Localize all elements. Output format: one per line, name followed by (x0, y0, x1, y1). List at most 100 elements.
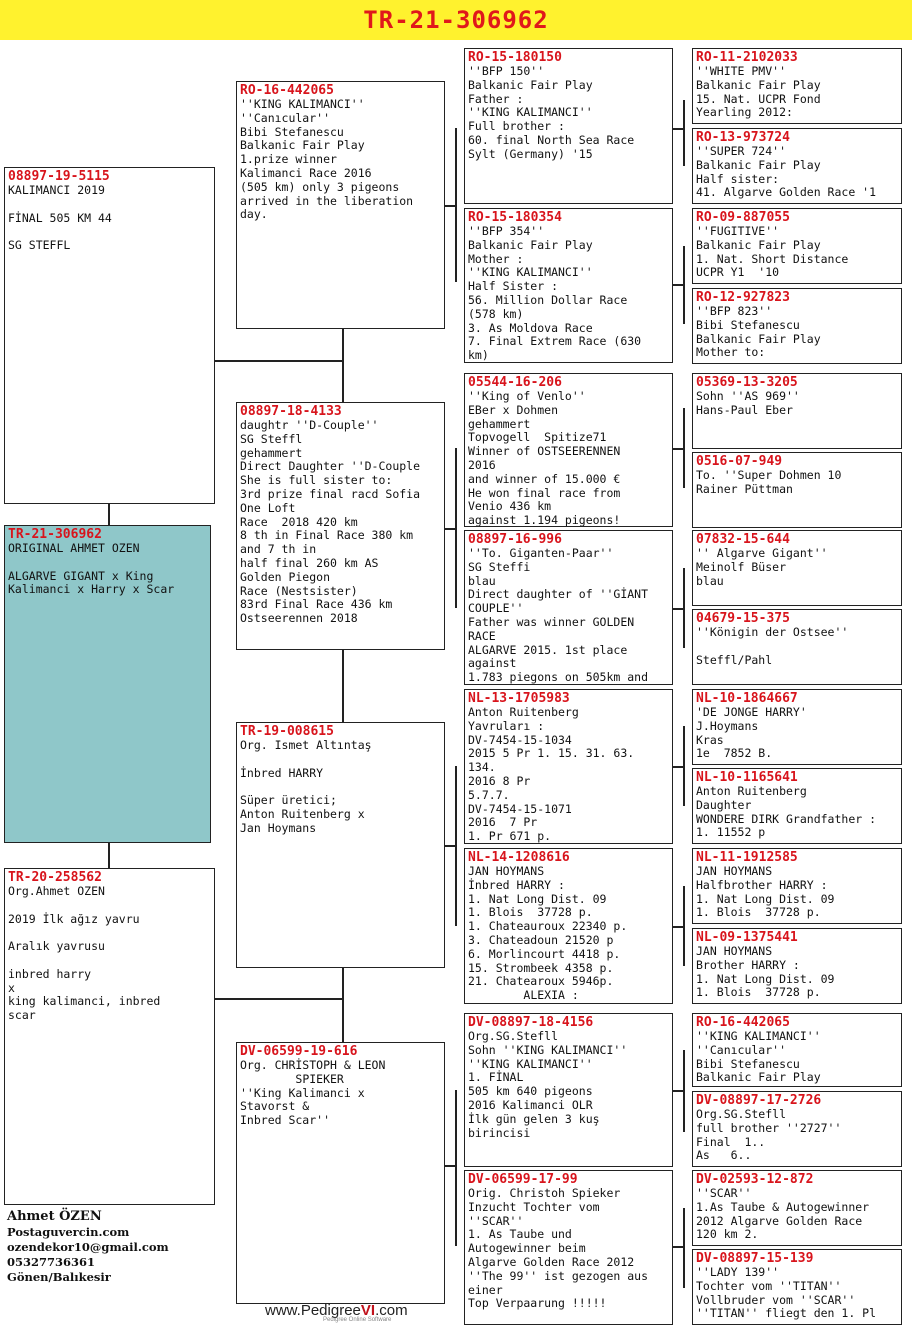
pigeon-details: 'DE JONGE HARRY' J.Hoymans Kras 1e 7852 … (696, 705, 807, 761)
pigeon-details: KALIMANCI 2019 FİNAL 505 KM 44 SG STEFFL (8, 183, 112, 253)
ring-number: DV-02593-12-872 (696, 1172, 814, 1187)
grandparent-card[interactable]: DV-06599-19-616 Org. CHRİSTOPH & LEON SP… (236, 1042, 445, 1304)
connector-line (673, 1246, 683, 1248)
pigeon-details: ''LADY 139'' Tochter vom ''TITAN'' Vollb… (696, 1265, 877, 1321)
pigeon-details: Org. Ismet Altıntaş İnbred HARRY Süper ü… (240, 738, 372, 835)
great-grandparent-card[interactable]: NL-13-1705983 Anton Ruitenberg Yavruları… (464, 689, 673, 844)
ancestor-card[interactable]: RO-13-973724 ''SUPER 724'' Balkanic Fair… (692, 128, 902, 204)
owner-info: Ahmet ÖZEN Postaguvercin.com ozendekor10… (7, 1208, 169, 1285)
ring-number: RO-15-180354 (468, 210, 562, 225)
owner-email[interactable]: ozendekor10@gmail.com (7, 1240, 169, 1254)
connector-line (683, 1050, 685, 1132)
connector-line (683, 246, 685, 324)
pigeon-details: daughtr ''D-Couple'' SG Steffl gehammert… (240, 418, 421, 626)
ancestor-card[interactable]: RO-16-442065 ''KING KALIMANCI'' ''Canıcu… (692, 1013, 902, 1087)
dam-card[interactable]: TR-20-258562 Org.Ahmet OZEN 2019 İlk ağı… (4, 868, 215, 1205)
pigeon-details: ''King of Venlo'' EBer x Dohmen gehammer… (468, 389, 621, 527)
pigeon-details: Org.SG.Stefll Sohn ''KING KALIMANCI'' ''… (468, 1029, 628, 1140)
ancestor-card[interactable]: RO-12-927823 ''BFP 823'' Bibi Stefanescu… (692, 288, 902, 364)
ring-number: NL-09-1375441 (696, 930, 798, 945)
pigeon-details: JAN HOYMANS Brother HARRY : 1. Nat Long … (696, 944, 835, 1000)
ring-number: NL-13-1705983 (468, 691, 570, 706)
ring-number: DV-08897-15-139 (696, 1251, 814, 1266)
connector-line (455, 1090, 457, 1246)
pigeon-details: ''WHITE PMV'' Balkanic Fair Play 15. Nat… (696, 64, 821, 120)
pigeon-details: ''BFP 150'' Balkanic Fair Play Father : … (468, 64, 635, 161)
ring-number: 08897-18-4133 (240, 404, 342, 419)
ring-number: RO-15-180150 (468, 50, 562, 65)
connector-line (683, 726, 685, 806)
pigeon-details: JAN HOYMANS İnbred HARRY : 1. Nat Long D… (468, 864, 628, 1003)
subject-pigeon-card[interactable]: TR-21-306962 ORIGINAL AHMET OZEN ALGARVE… (4, 525, 211, 843)
connector-line (673, 608, 683, 610)
pigeon-details: ''KING KALIMANCI'' ''Canıcular'' Bibi St… (696, 1029, 821, 1085)
ring-number: 08897-16-996 (468, 532, 562, 547)
ancestor-card[interactable]: NL-10-1165641 Anton Ruitenberg Daughter … (692, 768, 902, 844)
great-grandparent-card[interactable]: RO-15-180354 ''BFP 354'' Balkanic Fair P… (464, 208, 673, 363)
ring-number: NL-10-1864667 (696, 691, 798, 706)
connector-line (683, 100, 685, 166)
connector-line (214, 998, 342, 1000)
great-grandparent-card[interactable]: NL-14-1208616 JAN HOYMANS İnbred HARRY :… (464, 848, 673, 1004)
ancestor-card[interactable]: NL-10-1864667 'DE JONGE HARRY' J.Hoymans… (692, 689, 902, 765)
ring-number: RO-16-442065 (696, 1015, 790, 1030)
owner-name: Ahmet ÖZEN (7, 1209, 102, 1224)
pigeon-details: '' Algarve Gigant'' Meinolf Büser blau (696, 546, 828, 588)
sire-card[interactable]: 08897-19-5115 KALIMANCI 2019 FİNAL 505 K… (4, 167, 215, 504)
ring-number: TR-21-306962 (8, 527, 102, 542)
ring-number: RO-11-2102033 (696, 50, 798, 65)
ring-number: NL-11-1912585 (696, 850, 798, 865)
ancestor-card[interactable]: DV-08897-17-2726 Org.SG.Stefll full brot… (692, 1091, 902, 1167)
pigeon-details: ORIGINAL AHMET OZEN ALGARVE GIGANT x Kin… (8, 541, 175, 597)
ancestor-card[interactable]: 0516-07-949 To. ''Super Dohmen 10 Rainer… (692, 452, 902, 528)
pigeon-details: To. ''Super Dohmen 10 Rainer Püttman (696, 468, 842, 496)
connector-line (342, 650, 344, 722)
connector-line (342, 328, 344, 402)
ancestor-card[interactable]: RO-11-2102033 ''WHITE PMV'' Balkanic Fai… (692, 48, 902, 124)
grandparent-card[interactable]: 08897-18-4133 daughtr ''D-Couple'' SG St… (236, 402, 445, 650)
page-header: TR-21-306962 (0, 0, 912, 40)
ring-number: NL-14-1208616 (468, 850, 570, 865)
ancestor-card[interactable]: RO-09-887055 ''FUGITIVE'' Balkanic Fair … (692, 208, 902, 284)
ring-number: 08897-19-5115 (8, 169, 110, 184)
connector-line (108, 843, 110, 868)
ring-number: RO-09-887055 (696, 210, 790, 225)
ring-number: RO-13-973724 (696, 130, 790, 145)
owner-location: Gönen/Balıkesir (7, 1270, 111, 1284)
ancestor-card[interactable]: DV-08897-15-139 ''LADY 139'' Tochter vom… (692, 1249, 902, 1325)
connector-line (673, 128, 683, 130)
ancestor-card[interactable]: 04679-15-375 ''Königin der Ostsee'' Stef… (692, 609, 902, 685)
pigeon-details: ''BFP 823'' Bibi Stefanescu Balkanic Fai… (696, 304, 821, 360)
pigeon-details: Sohn ''AS 969'' Hans-Paul Eber (696, 389, 800, 417)
connector-line (445, 845, 455, 847)
great-grandparent-card[interactable]: DV-06599-17-99 Orig. Christoh Spieker In… (464, 1170, 673, 1325)
ring-number: DV-08897-18-4156 (468, 1015, 594, 1030)
ring-number: RO-12-927823 (696, 290, 790, 305)
great-grandparent-card[interactable]: RO-15-180150 ''BFP 150'' Balkanic Fair P… (464, 48, 673, 204)
pigeon-details: ''FUGITIVE'' Balkanic Fair Play 1. Nat. … (696, 224, 849, 280)
pigeon-details: Anton Ruitenberg Daughter WONDERE DIRK G… (696, 784, 877, 840)
owner-website[interactable]: Postaguvercin.com (7, 1225, 130, 1239)
ring-number: DV-06599-17-99 (468, 1172, 578, 1187)
great-grandparent-card[interactable]: 08897-16-996 ''To. Giganten-Paar'' SG St… (464, 530, 673, 685)
connector-line (455, 766, 457, 926)
ring-number: TR-19-008615 (240, 724, 334, 739)
ancestor-card[interactable]: NL-11-1912585 JAN HOYMANS Halfbrother HA… (692, 848, 902, 924)
pigeon-details: JAN HOYMANS Halfbrother HARRY : 1. Nat L… (696, 864, 835, 920)
grandparent-card[interactable]: RO-16-442065 ''KING KALIMANCI'' ''Canıcu… (236, 81, 445, 329)
connector-line (455, 448, 457, 608)
great-grandparent-card[interactable]: DV-08897-18-4156 Org.SG.Stefll Sohn ''KI… (464, 1013, 673, 1167)
connector-line (683, 886, 685, 966)
connector-line (445, 205, 455, 207)
ancestor-card[interactable]: DV-02593-12-872 ''SCAR'' 1.As Taube & Au… (692, 1170, 902, 1246)
ancestor-card[interactable]: 05369-13-3205 Sohn ''AS 969'' Hans-Paul … (692, 373, 902, 449)
pigeon-details: Anton Ruitenberg Yavruları : DV-7454-15-… (468, 705, 635, 844)
connector-line (108, 503, 110, 525)
ancestor-card[interactable]: NL-09-1375441 JAN HOYMANS Brother HARRY … (692, 928, 902, 1004)
grandparent-card[interactable]: TR-19-008615 Org. Ismet Altıntaş İnbred … (236, 722, 445, 968)
great-grandparent-card[interactable]: 05544-16-206 ''King of Venlo'' EBer x Do… (464, 373, 673, 527)
ring-number: 07832-15-644 (696, 532, 790, 547)
ancestor-card[interactable]: 07832-15-644 '' Algarve Gigant'' Meinolf… (692, 530, 902, 606)
ring-number: NL-10-1165641 (696, 770, 798, 785)
